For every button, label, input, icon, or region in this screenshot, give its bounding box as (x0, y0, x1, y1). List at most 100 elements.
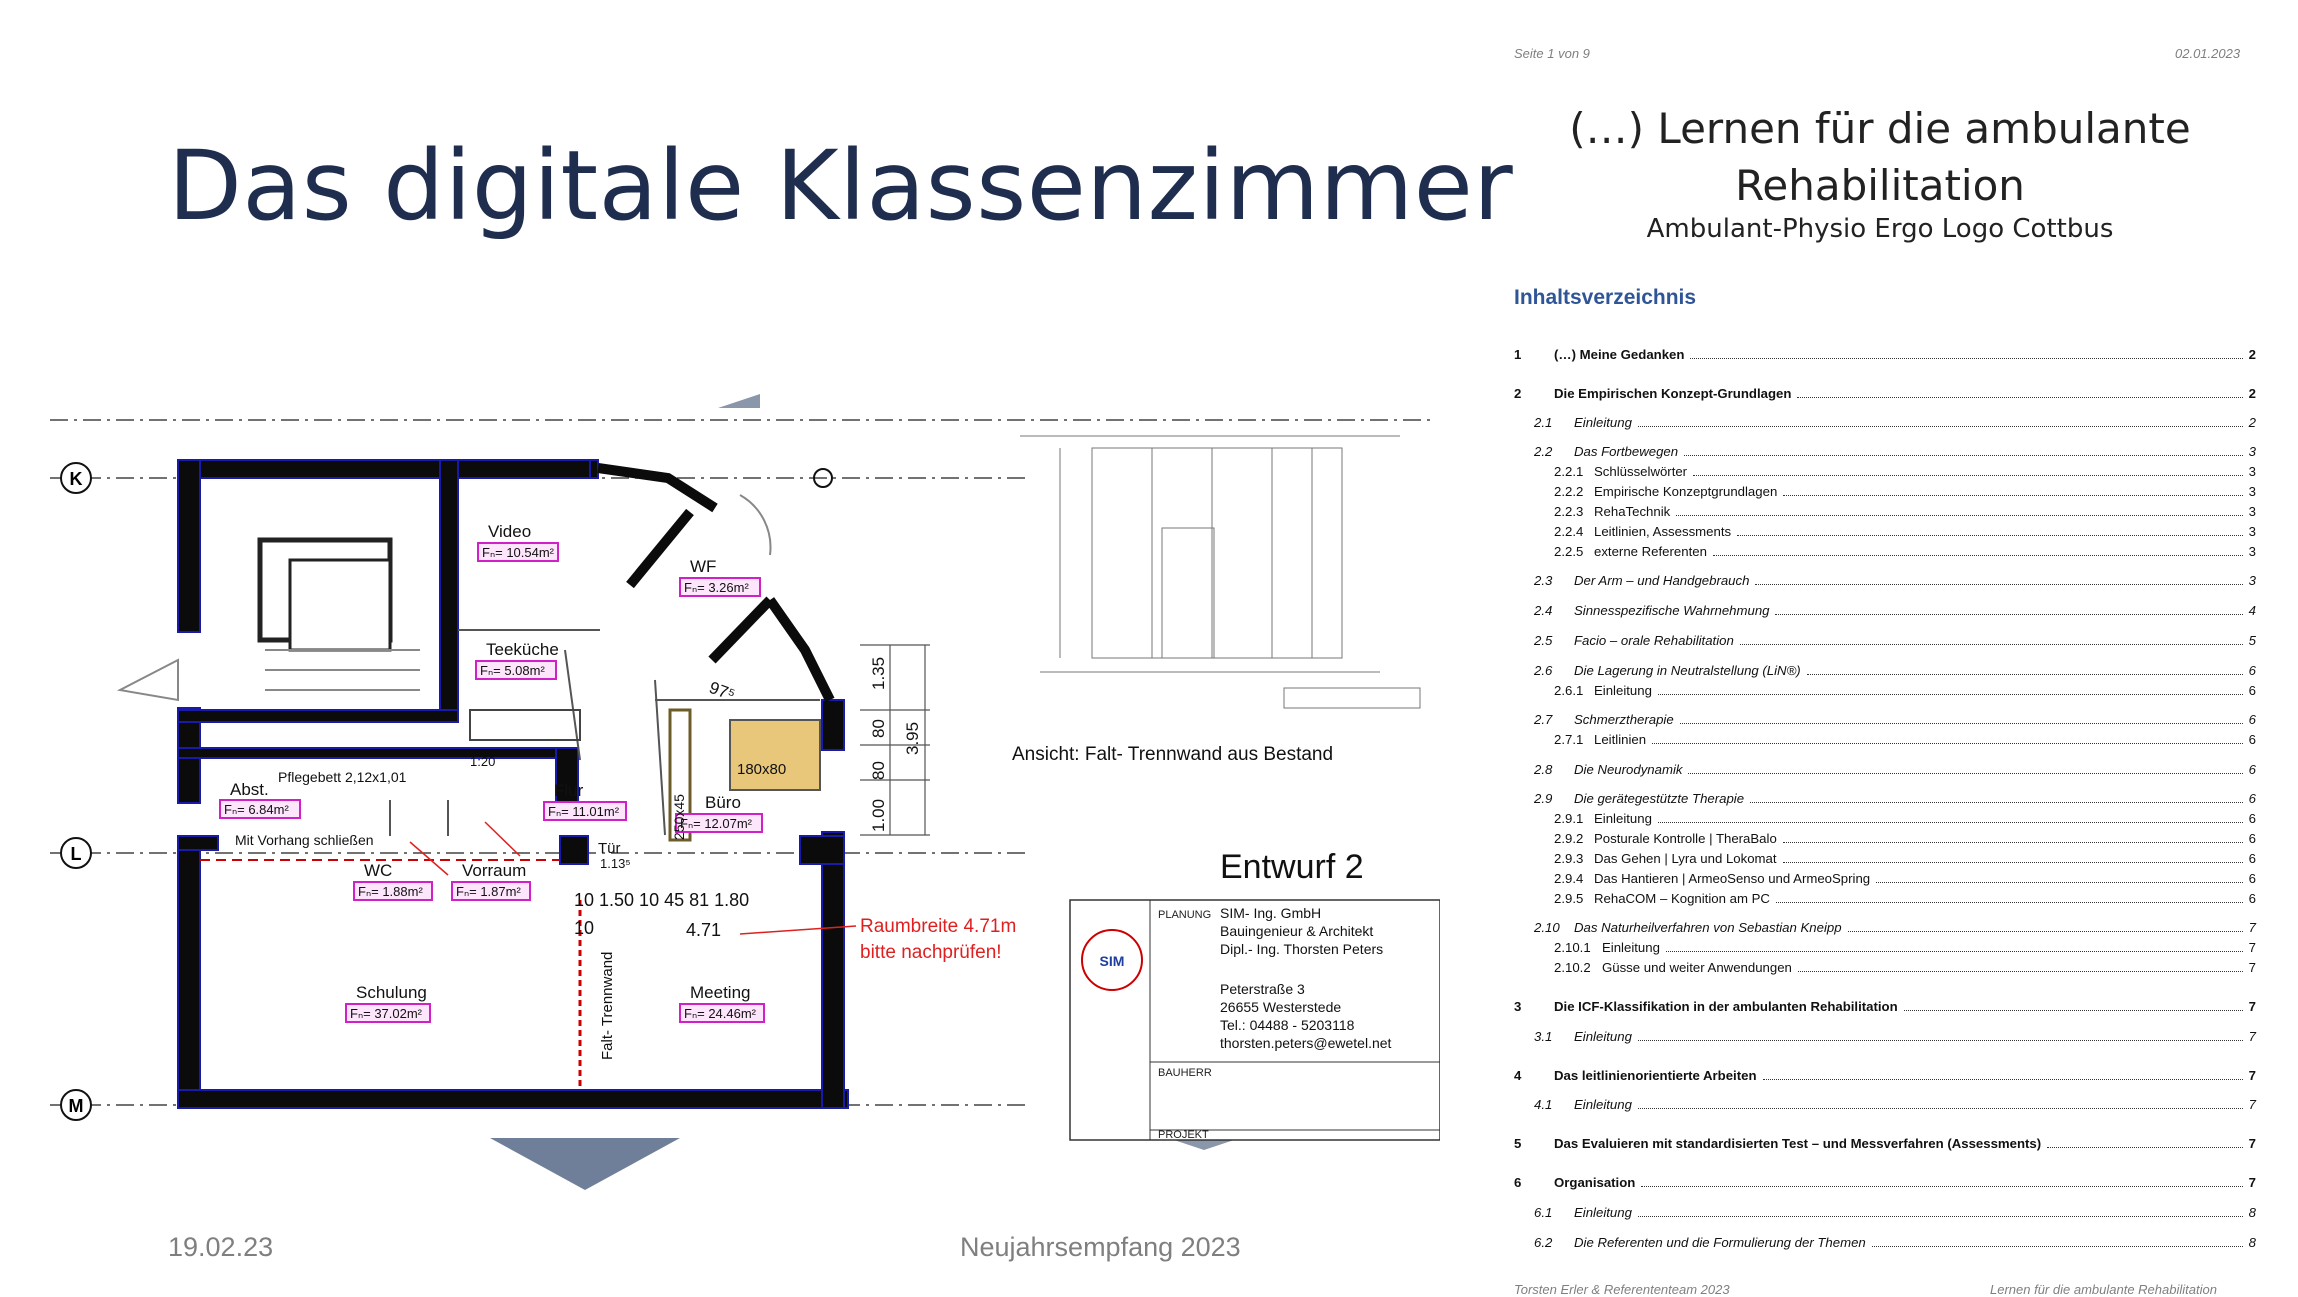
toc-entry-number: 2.2.4 (1554, 524, 1584, 539)
floorplan-image[interactable]: K L M (40, 385, 1440, 1205)
toc-entry-number: 2.2.1 (1554, 464, 1584, 479)
svg-text:10 1.50 10 45 81 1.80: 10 1.50 10 45 81 1.80 (574, 890, 749, 910)
toc-entry-number: 2.9 (1534, 791, 1553, 806)
svg-text:1.13⁵: 1.13⁵ (600, 856, 631, 871)
svg-text:Flur: Flur (554, 781, 584, 800)
svg-text:80: 80 (869, 719, 888, 738)
toc-entry-page: 5 (2248, 633, 2256, 648)
elevation-caption: Ansicht: Falt- Trennwand aus Bestand (1012, 744, 1333, 765)
svg-text:Raumbreite 4.71m: Raumbreite 4.71m (860, 916, 1016, 937)
toc-entry-page: 6 (2248, 851, 2256, 866)
svg-text:Teeküche: Teeküche (486, 640, 559, 659)
toc-entry-page: 6 (2248, 831, 2256, 846)
svg-text:Dipl.- Ing. Thorsten Peters: Dipl.- Ing. Thorsten Peters (1220, 941, 1383, 957)
toc-entry-text: Die gerätegestützte Therapie (1574, 791, 1745, 806)
toc-entry-page: 3 (2248, 544, 2256, 559)
toc-entry-text: Organisation (1554, 1175, 1636, 1190)
toc-entry-text: Die Empirischen Konzept-Grundlagen (1554, 386, 1792, 401)
slide-shape-bottom-right (1168, 1138, 1240, 1150)
svg-text:80: 80 (869, 761, 888, 780)
toc-leader-dots (1693, 475, 2243, 476)
toc-entry-page: 6 (2248, 811, 2256, 826)
slide-title: Das digitale Klassenzimmer (168, 130, 1514, 242)
toc-entry-page: 6 (2248, 871, 2256, 886)
toc-entry-page: 6 (2248, 683, 2256, 698)
toc-entry-text: Güsse und weiter Anwendungen (1602, 960, 1792, 975)
toc-entry-number: 3.1 (1534, 1029, 1553, 1044)
toc-entry-number: 2.9.5 (1554, 891, 1584, 906)
svg-text:L: L (71, 844, 82, 864)
company-logo (1081, 929, 1143, 991)
doc-title-line2: Rehabilitation (1735, 161, 2025, 210)
toc-leader-dots (1871, 1246, 2243, 1247)
toc-leader-dots (1739, 644, 2243, 645)
svg-text:180x80: 180x80 (737, 761, 786, 778)
toc-entry-number: 2.9.4 (1554, 871, 1584, 886)
toc-entry-text: Der Arm – und Handgebrauch (1574, 573, 1750, 588)
svg-text:BAUHERR: BAUHERR (1158, 1067, 1212, 1079)
svg-text:Tel.: 04488 - 5203118: Tel.: 04488 - 5203118 (1220, 1017, 1355, 1033)
toc-entry-text: Die ICF-Klassifikation in der ambulanten… (1554, 999, 1898, 1014)
toc-entry-text: RehaCOM – Kognition am PC (1594, 891, 1770, 906)
dimension-chain (860, 644, 930, 836)
toc-entry-text: Die Lagerung in Neutralstellung (LiN®) (1574, 663, 1801, 678)
axis-markers: K L M (60, 462, 833, 1121)
toc-leader-dots (1690, 358, 2243, 359)
toc-entry-page: 2 (2248, 386, 2256, 401)
toc-leader-dots (1775, 614, 2243, 615)
doc-subtitle: Ambulant-Physio Ergo Logo Cottbus (1646, 214, 2114, 244)
toc-entry-number: 2.6.1 (1554, 683, 1584, 698)
toc-entry-number: 2.7.1 (1554, 732, 1584, 747)
toc-leader-dots (1783, 495, 2243, 496)
dimension-labels: 1.35 80 80 1.00 3.95 (869, 657, 922, 832)
toc-entry-number: 5 (1514, 1136, 1522, 1151)
toc-entry-page: 3 (2248, 573, 2256, 588)
doc-footer-right: Lernen für die ambulante Rehabilitation (1990, 1282, 2217, 1297)
toc-entry-number: 2.3 (1534, 573, 1553, 588)
svg-text:Falt- Trennwand: Falt- Trennwand (599, 952, 616, 1060)
svg-text:Fₙ= 3.26m²: Fₙ= 3.26m² (684, 580, 749, 595)
svg-text:Mit Vorhang schließen: Mit Vorhang schließen (235, 832, 374, 848)
partitions (116, 494, 821, 1090)
toc-leader-dots (1782, 842, 2243, 843)
svg-text:26655 Westerstede: 26655 Westerstede (1220, 999, 1341, 1015)
toc-leader-dots (1637, 1108, 2243, 1109)
toc-entry[interactable]: 2.3 Der Arm – und Handgebrauch 3 (1514, 573, 2256, 588)
toc-leader-dots (1688, 773, 2243, 774)
toc-entry-page: 7 (2248, 1068, 2256, 1083)
svg-text:1.35: 1.35 (869, 657, 888, 690)
